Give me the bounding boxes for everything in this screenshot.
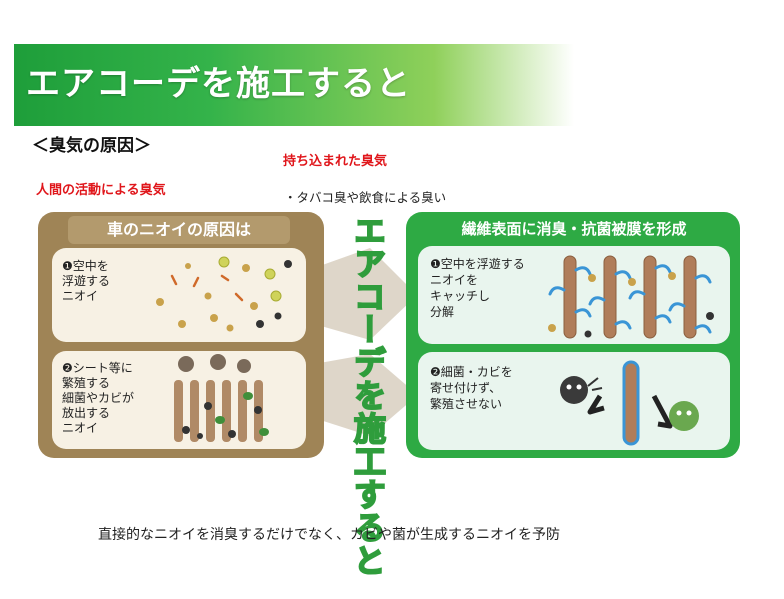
bacteria-black-icon bbox=[560, 376, 588, 404]
connector-lower bbox=[314, 354, 412, 436]
right-item2-line3: 繁殖させない bbox=[430, 397, 503, 411]
right-item1-line3: キャッチし bbox=[430, 289, 491, 303]
left-item1-line3: ニオイ bbox=[62, 289, 99, 303]
left-item1-line1: ❶空中を bbox=[62, 259, 109, 273]
right-item1-line4: 分解 bbox=[430, 305, 455, 319]
right-item1-text: ❶空中を浮遊する ニオイを キャッチし 分解 bbox=[430, 256, 525, 320]
human-activity-odor-label: 人間の活動による臭気 bbox=[36, 183, 166, 198]
right-panel-heading: 繊維表面に消臭・抗菌被膜を形成 bbox=[461, 220, 687, 238]
right-item1-line2: ニオイを bbox=[430, 273, 479, 287]
brought-in-odor-label: 持ち込まれた臭気 bbox=[283, 154, 388, 169]
repel-bacteria-illustration bbox=[560, 360, 699, 446]
tobacco-bullet: ・タバコ臭や飲食による臭い bbox=[284, 190, 447, 205]
right-item2-line1: ❷細菌・カビを bbox=[430, 365, 513, 379]
left-item2-line3: 細菌やカビが bbox=[62, 391, 135, 405]
coated-fiber bbox=[622, 360, 640, 446]
floating-odor-illustration bbox=[156, 256, 292, 332]
title-banner bbox=[14, 44, 574, 126]
middle-vertical-text: エアコーデを施工すると bbox=[348, 213, 388, 578]
right-item2-text: ❷細菌・カビを 寄せ付けず、 繁殖させない bbox=[430, 364, 513, 412]
cause-heading: ＜臭気の原因＞ bbox=[32, 136, 151, 156]
coated-fiber-capture-illustration bbox=[548, 255, 714, 339]
left-item2-line2: 繁殖する bbox=[62, 376, 111, 390]
right-item1-line1: ❶空中を浮遊する bbox=[430, 257, 525, 271]
connector-arrows bbox=[314, 248, 412, 436]
left-panel-heading: 車のニオイの原因は bbox=[68, 216, 290, 244]
right-item2-line2: 寄せ付けず、 bbox=[430, 381, 502, 395]
left-item2-line5: ニオイ bbox=[62, 421, 99, 435]
mold-green-icon bbox=[669, 401, 699, 431]
seat-fiber-bacteria-illustration bbox=[174, 354, 269, 442]
bottom-caption: 直接的なニオイを消臭するだけでなく、カビや菌が生成するニオイを予防 bbox=[98, 527, 560, 543]
left-item2-line4: 放出する bbox=[62, 406, 111, 420]
left-item2-line1: ❷シート等に bbox=[62, 361, 133, 375]
middle-vertical-label: エアコーデを施工すると bbox=[346, 213, 392, 578]
left-item1-line2: 浮遊する bbox=[62, 274, 111, 288]
page-title: エアコーデを施工すると bbox=[26, 64, 411, 104]
connector-upper bbox=[314, 248, 412, 340]
repel-arrow-right bbox=[651, 394, 673, 429]
left-item2-text: ❷シート等に 繁殖する 細菌やカビが 放出する ニオイ bbox=[62, 361, 134, 436]
left-item1-text: ❶空中を 浮遊する ニオイ bbox=[62, 259, 110, 304]
repel-arrow-left bbox=[587, 394, 605, 415]
